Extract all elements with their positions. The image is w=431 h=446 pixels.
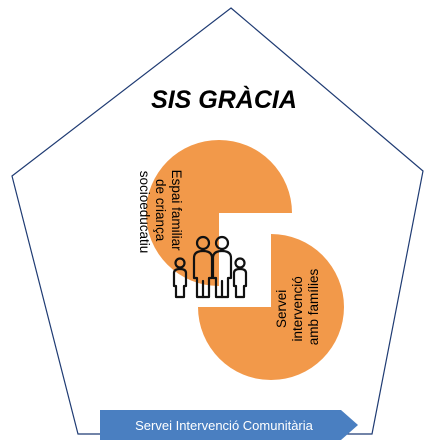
- child-figure-icon: [232, 257, 248, 299]
- community-arrow: [100, 410, 358, 440]
- family-icon: [172, 235, 248, 299]
- child-figure-icon: [172, 257, 188, 299]
- service-segment-left: [146, 140, 292, 286]
- svg-text:Servei intervenció: Servei intervenció amb famílies: [274, 268, 321, 345]
- diagram-title: SIS GRÀCIA: [151, 85, 297, 114]
- adult-figure-icon: [211, 235, 233, 299]
- service-label-right: Servei intervenció amb famílies: [274, 268, 321, 345]
- service-label-left: Espai familiar de criança socioeducatiu: [137, 170, 184, 255]
- service-right-line-1: Servei: [274, 290, 289, 328]
- service-right-line-3: amb famílies: [306, 268, 321, 345]
- service-left-line-2: de criança: [153, 179, 168, 242]
- community-arrow-label: Servei Intervenció Comunitària: [135, 418, 314, 433]
- service-segment-right: [198, 234, 344, 380]
- service-left-line-1: Espai familiar: [169, 170, 184, 252]
- adult-figure-icon: [192, 235, 214, 299]
- service-left-line-3: socioeducatiu: [137, 171, 152, 254]
- svg-text:Espai familiar de crianç: Espai familiar de criança socioeducatiu: [137, 170, 184, 255]
- service-right-line-2: intervenció: [290, 276, 305, 341]
